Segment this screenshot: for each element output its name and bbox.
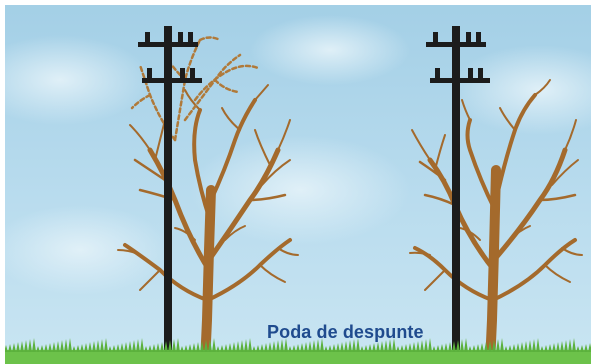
utility-pole-right — [426, 26, 490, 364]
utility-pole-left — [138, 26, 202, 364]
cloud — [450, 45, 591, 135]
cloud — [0, 35, 150, 125]
cloud — [190, 135, 410, 245]
grass — [0, 338, 591, 364]
cloud — [0, 205, 170, 295]
caption-text: Poda de despunte — [267, 322, 424, 342]
top-border — [0, 0, 591, 5]
clouds — [0, 15, 591, 295]
cloud — [250, 15, 410, 85]
left-border — [0, 0, 5, 364]
